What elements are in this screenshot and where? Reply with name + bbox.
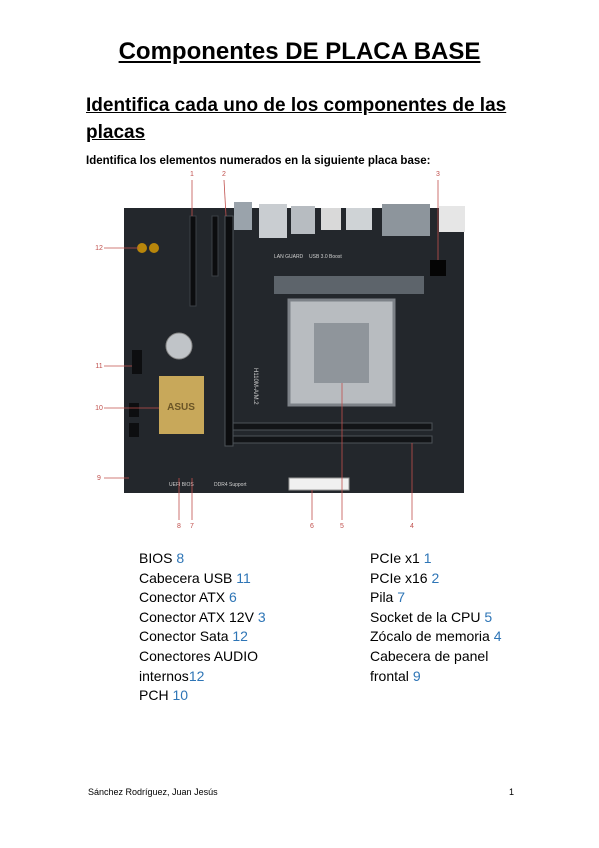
callout-number: 12 [95, 245, 103, 252]
list-item: PCIe x1 1 [370, 550, 432, 566]
list-item: Pila 7 [370, 589, 406, 606]
callout-number: 2 [222, 171, 226, 178]
brand-label: ASUS [167, 402, 195, 413]
list-item: Zócalo de memoria 4 [370, 628, 502, 645]
page-number: 1 [509, 787, 515, 797]
motherboard-figure: ASUS UEFI BIOS DDR4 Support LAN GUARD US… [84, 168, 474, 533]
list-item: Conector ATX 12V 3 [139, 608, 266, 625]
callout-number: 6 [310, 523, 314, 530]
callout-lines [104, 179, 439, 520]
components-list-left: BIOS 8 Cabecera USB 11 Conector ATX 6 Co… [139, 549, 266, 706]
callout-number: 11 [95, 363, 102, 370]
ddr-label: DDR4 Support [214, 482, 247, 488]
pcie-x16-slot [224, 215, 234, 447]
usb3-port [291, 206, 315, 234]
ps2-port [234, 202, 252, 230]
document-title: Componentes DE PLACA BASE [118, 38, 481, 65]
hdmi-port [321, 208, 341, 230]
usb-port [346, 208, 372, 230]
vrm-heatsink [274, 276, 424, 294]
cmos-battery [165, 332, 193, 360]
list-item: internos12 [139, 667, 205, 684]
lan-guard-label: LAN GUARD [274, 254, 304, 260]
usb-header [132, 350, 142, 374]
callout-number: 3 [436, 171, 440, 178]
pcie-x1-slot-1 [189, 215, 197, 307]
list-item: Conectores AUDIO [139, 647, 259, 664]
list-item: frontal 9 [370, 667, 421, 684]
bios-label: UEFI BIOS [169, 482, 194, 488]
list-item: BIOS 8 [139, 550, 185, 566]
capacitor [149, 243, 159, 253]
vga-dvi-port [382, 204, 430, 236]
dimm-slot-2 [231, 435, 433, 444]
pcie-x1-slot-2 [211, 215, 219, 277]
audio-port [439, 206, 465, 232]
list-item: Cabecera de panel [370, 647, 489, 664]
model-label: H110M-A/M.2 [252, 368, 258, 405]
lan-port [259, 204, 287, 238]
atx-connector [288, 477, 350, 491]
usb-boost-label: USB 3.0 Boost [309, 254, 342, 260]
section-heading: Identifica cada uno de los componentes d… [86, 95, 507, 143]
callout-number: 5 [340, 523, 344, 530]
callout-number: 10 [95, 405, 103, 412]
callout-number: 1 [190, 171, 194, 178]
sata-port-2 [129, 423, 139, 437]
pch-heatsink [159, 376, 204, 434]
list-item: Socket de la CPU 5 [370, 608, 493, 625]
cpu-socket-core [314, 323, 369, 383]
list-item: Cabecera USB 11 [139, 569, 251, 586]
footer-author: Sánchez Rodríguez, Juan Jesús [88, 787, 218, 797]
atx12v-connector [430, 260, 446, 276]
motherboard-diagram: ASUS UEFI BIOS DDR4 Support LAN GUARD US… [95, 171, 465, 530]
callout-number: 4 [410, 523, 414, 530]
list-item: PCH 10 [139, 687, 189, 704]
callout-number: 9 [97, 475, 101, 482]
list-item: PCIe x16 2 [370, 569, 440, 586]
dimm-slot-1 [231, 422, 433, 431]
capacitor [137, 243, 147, 253]
components-list-right: PCIe x1 1 PCIe x16 2 Pila 7 Socket de la… [370, 549, 502, 686]
instruction-text: Identifica los elementos numerados en la… [86, 155, 431, 167]
list-item: Conector ATX 6 [139, 589, 237, 606]
list-item: Conector Sata 12 [139, 628, 248, 645]
callout-number: 7 [190, 523, 194, 530]
callout-number: 8 [177, 523, 181, 530]
sata-port-1 [129, 403, 139, 417]
